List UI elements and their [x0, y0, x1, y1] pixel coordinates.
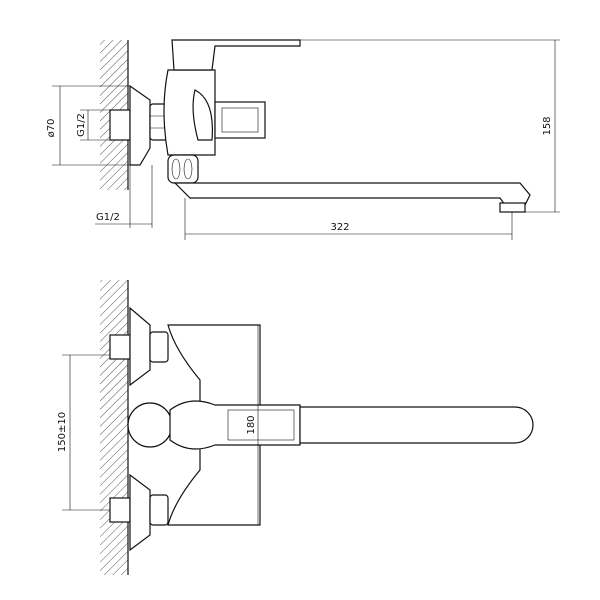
- aerator: [499, 202, 526, 213]
- dim-inlet-spacing: 150±10: [57, 412, 68, 452]
- escutcheon: [129, 84, 151, 166]
- dim-spout-length: 322: [330, 222, 349, 233]
- handle-lever: [171, 39, 301, 71]
- lower-inlet: [109, 473, 169, 552]
- spout: [173, 182, 531, 206]
- dim-height: 158: [542, 116, 553, 135]
- dim-inlet-thread: G1/2: [76, 113, 87, 137]
- spout: [299, 406, 534, 444]
- side-view: ø70 G1/2 G1/2 322 158: [46, 39, 560, 240]
- dim-outlet-thread: G1/2: [96, 212, 120, 223]
- handle-lever: [169, 400, 301, 450]
- inlet-pipe: [109, 109, 131, 141]
- diverter-box: [214, 101, 266, 139]
- upper-inlet: [109, 306, 169, 387]
- wall-hatch: [100, 280, 128, 575]
- dim-flange-diameter: ø70: [46, 119, 57, 138]
- front-view: 180 150±10: [57, 280, 534, 575]
- handle-base: [127, 402, 173, 448]
- dim-body-height: 180: [246, 415, 257, 434]
- spout-connector: [167, 154, 199, 184]
